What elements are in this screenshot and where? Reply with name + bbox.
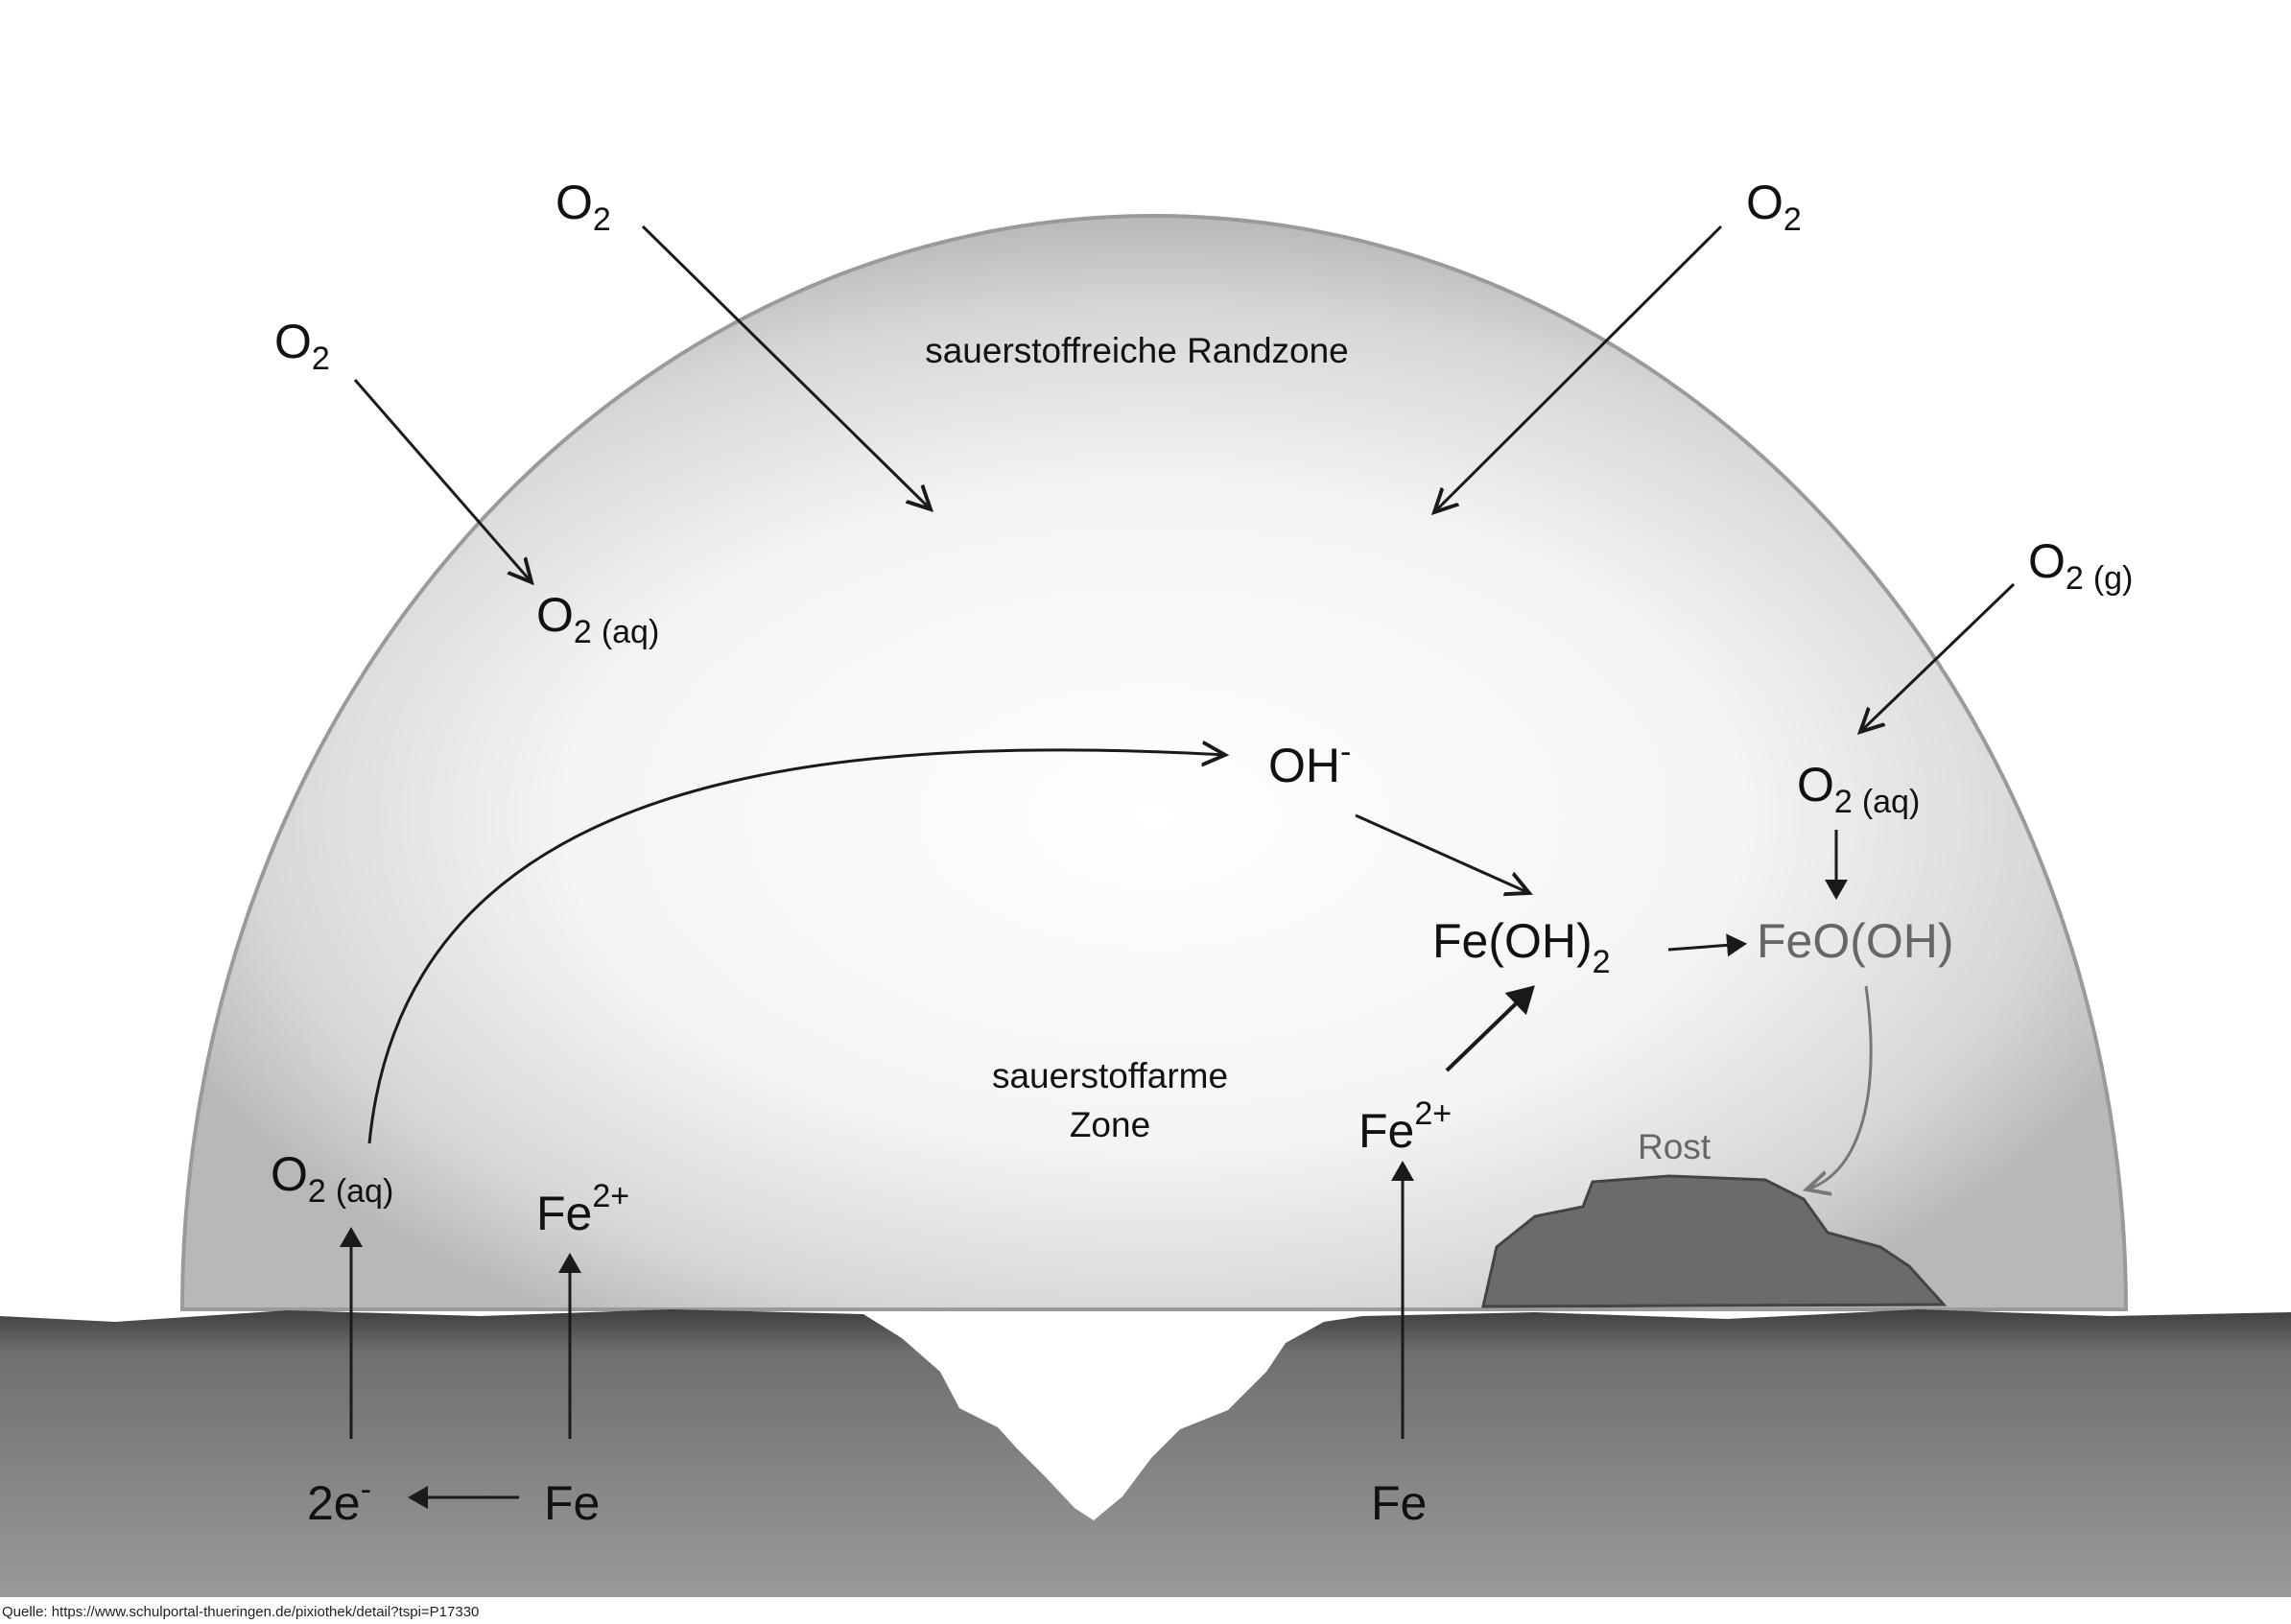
arrow-o2-diffusion-2: [353, 379, 531, 582]
water-droplet: [179, 214, 2129, 1311]
label-o2-aq: O2(aq): [271, 1147, 393, 1210]
arrow-o2-diffusion-3: [1434, 224, 1723, 512]
arrow-fe2-to-feoh2: [1445, 985, 1535, 1072]
label-o2-aq: O2(aq): [1797, 758, 1920, 820]
label-fe2plus: Fe2+: [536, 1178, 629, 1240]
label-hydroxide: OH-: [1268, 734, 1351, 792]
label-o2-g: O2(g): [2028, 534, 2133, 597]
arrow-o2g-to-aq: [1860, 582, 2016, 732]
arrow-feoh2-to-feooh: [1667, 933, 1747, 957]
arrow-o2-diffusion-1: [641, 224, 931, 509]
label-fe2plus: Fe2+: [1358, 1095, 1452, 1158]
label-oxygen-poor-zone: sauerstoffarme: [992, 1056, 1228, 1095]
label-electrons: 2e-: [307, 1471, 371, 1530]
source-credit: Quelle: https://www.schulportal-thuering…: [2, 1604, 480, 1620]
arrow-oh-to-feoh2: [1355, 813, 1529, 893]
label-o2: O2: [274, 315, 330, 377]
label-iron-hydroxide: Fe(OH)2: [1432, 914, 1611, 980]
label-rust: Rost: [1638, 1127, 1712, 1166]
arrow-o2aq-to-oh: [367, 750, 1225, 1144]
label-fe: Fe: [1371, 1476, 1427, 1530]
arrow-feooh-to-rust: [1807, 985, 1873, 1189]
label-fe: Fe: [544, 1476, 600, 1530]
rust-deposit: [1481, 1174, 1948, 1308]
label-o2-aq: O2(aq): [536, 588, 659, 650]
label-o2: O2: [555, 176, 611, 238]
label-iron-oxide-hydroxide: FeO(OH): [1757, 914, 1954, 968]
label-oxygen-rich-zone: sauerstoffreiche Randzone: [925, 331, 1349, 370]
label-o2: O2: [1746, 176, 1802, 238]
iron-surface: [0, 1309, 2291, 1597]
label-oxygen-poor-zone-2: Zone: [1070, 1105, 1150, 1144]
